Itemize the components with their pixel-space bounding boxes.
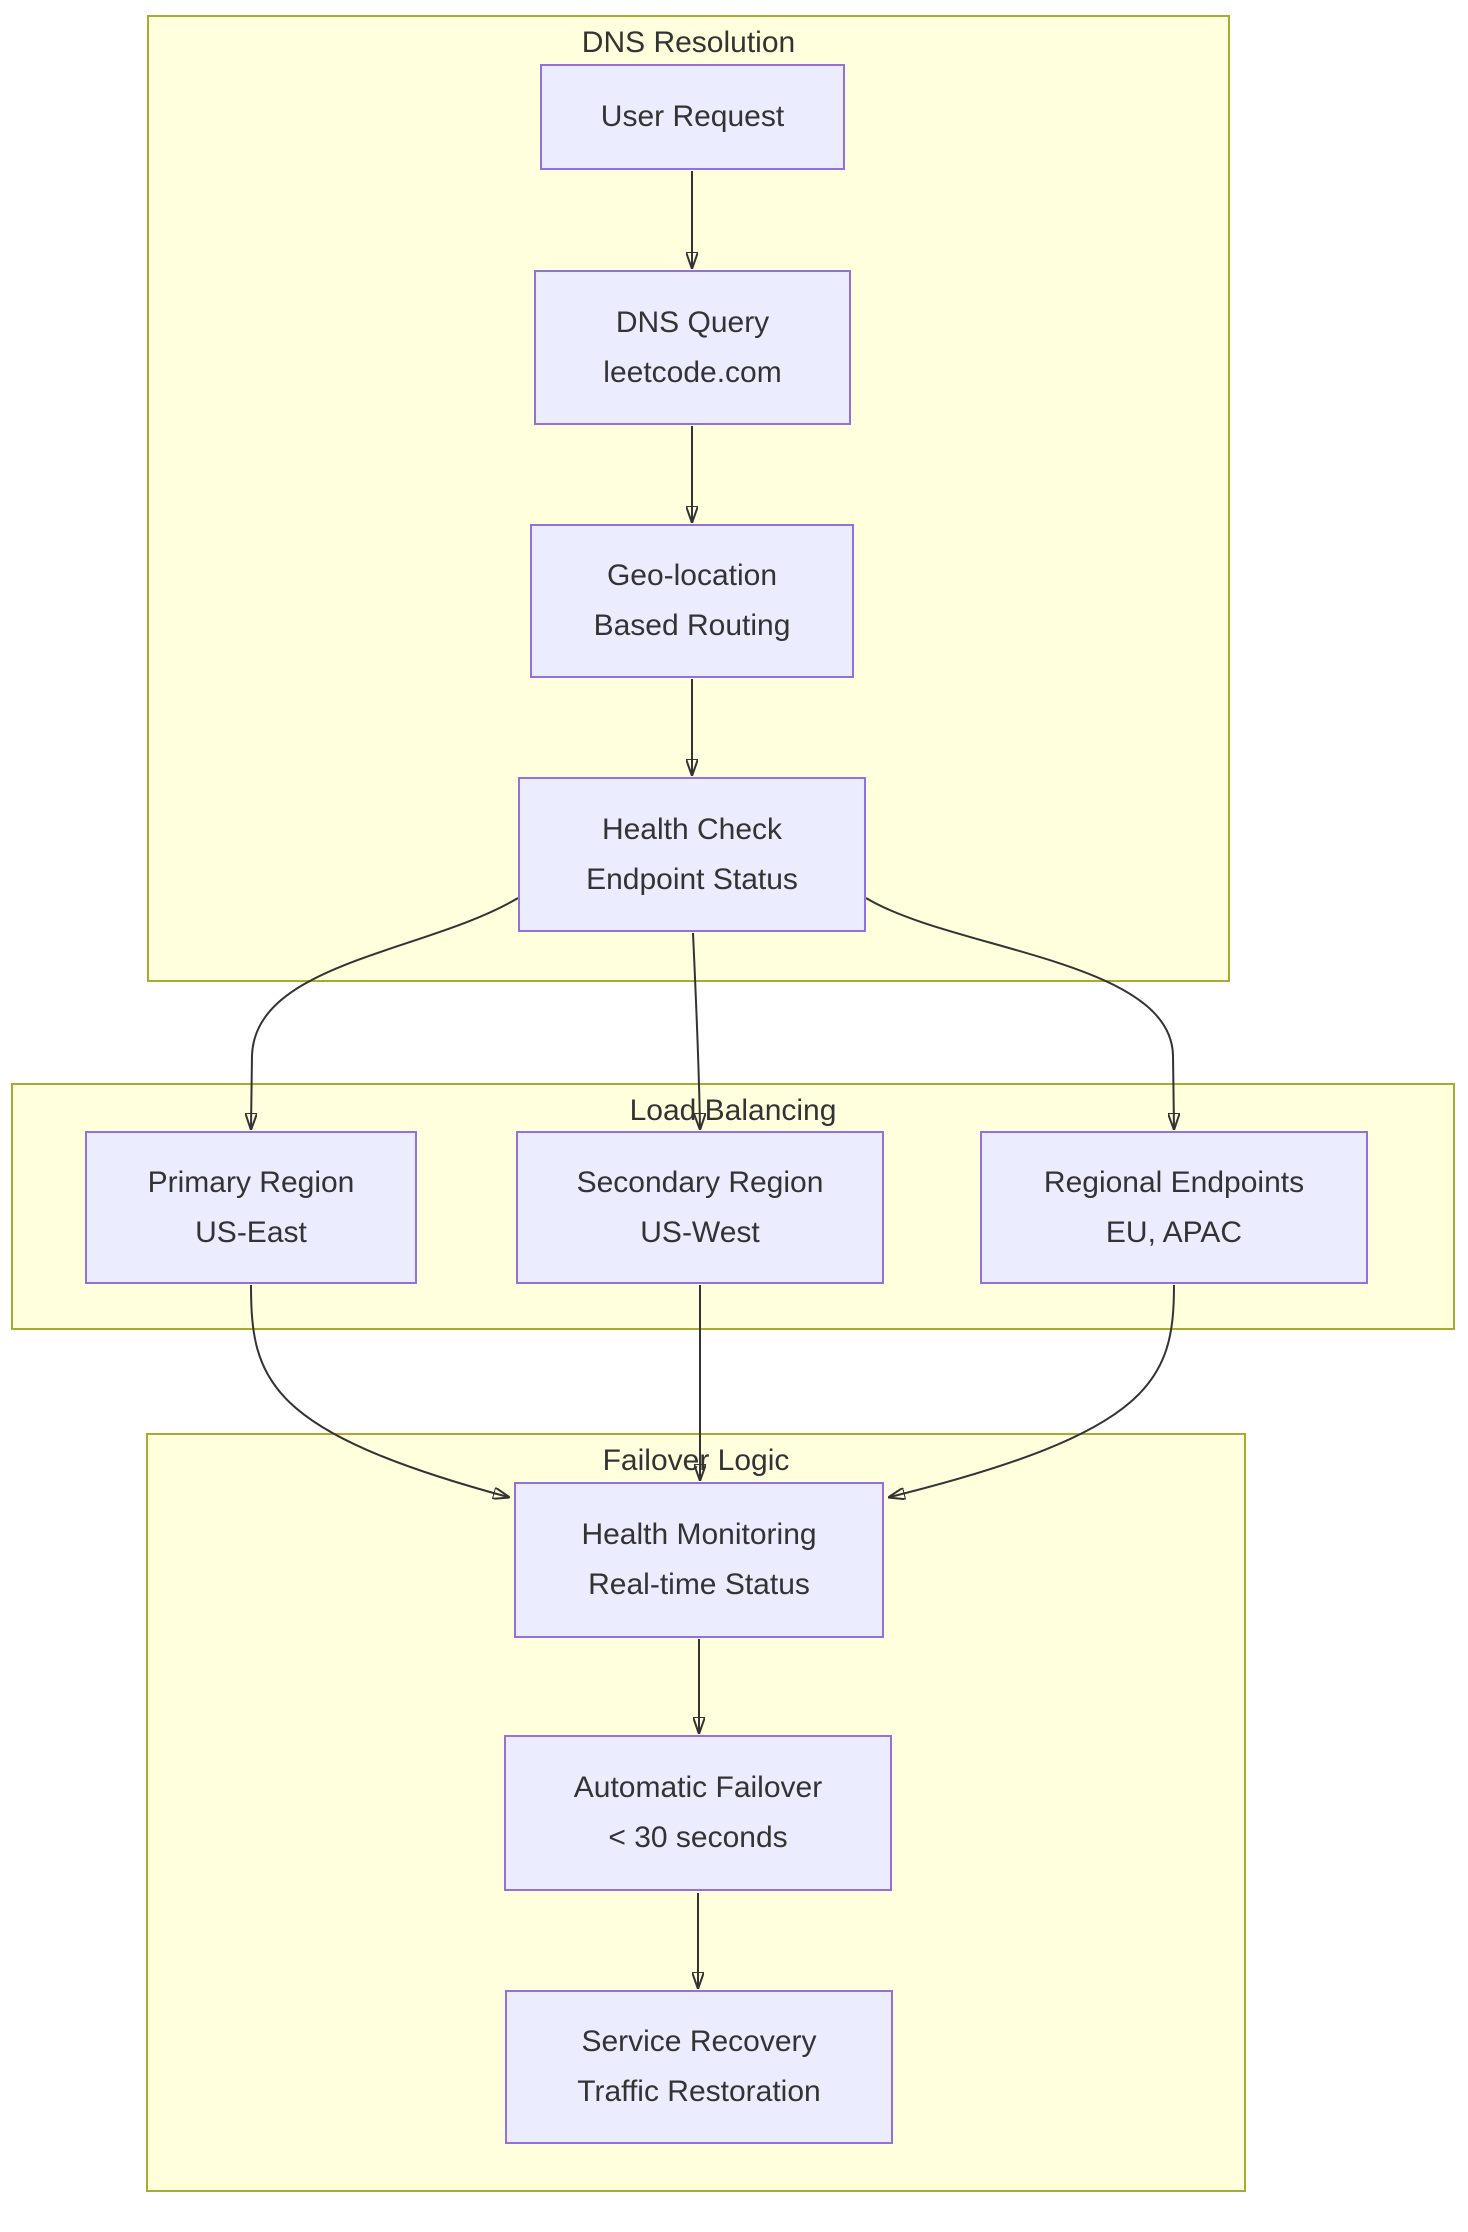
- node-user-request-line1: User Request: [600, 100, 785, 133]
- node-regional-endpoints: Regional Endpoints EU, APAC: [980, 1131, 1368, 1284]
- node-health-check: Health Check Endpoint Status: [518, 777, 866, 932]
- node-automatic-failover: Automatic Failover < 30 seconds: [504, 1735, 892, 1891]
- node-primary-region-line1: Primary Region: [147, 1165, 355, 1199]
- node-dns-query-line2: leetcode.com: [603, 355, 782, 389]
- node-health-check-line2: Endpoint Status: [586, 862, 798, 896]
- node-user-request: User Request: [540, 64, 845, 170]
- node-regional-endpoints-line1: Regional Endpoints: [1043, 1165, 1305, 1199]
- node-service-recovery-line1: Service Recovery: [581, 2025, 817, 2058]
- node-dns-query: DNS Query leetcode.com: [534, 270, 851, 425]
- group-load-balancing-label: Load Balancing: [629, 1094, 837, 1127]
- node-automatic-failover-line2: < 30 seconds: [608, 1821, 788, 1854]
- node-regional-endpoints-line2: EU, APAC: [1105, 1215, 1243, 1249]
- node-service-recovery: Service Recovery Traffic Restoration: [505, 1990, 893, 2144]
- node-secondary-region-line1: Secondary Region: [576, 1165, 824, 1199]
- node-geo-routing: Geo-location Based Routing: [530, 524, 854, 678]
- node-primary-region: Primary Region US-East: [85, 1131, 417, 1284]
- node-service-recovery-line2: Traffic Restoration: [577, 2075, 821, 2108]
- node-primary-region-line2: US-East: [195, 1215, 307, 1249]
- node-automatic-failover-line1: Automatic Failover: [573, 1771, 823, 1804]
- node-health-monitoring: Health Monitoring Real-time Status: [514, 1482, 884, 1638]
- group-dns-resolution-label: DNS Resolution: [581, 26, 796, 59]
- group-failover-logic-label: Failover Logic: [602, 1444, 790, 1477]
- node-dns-query-line1: DNS Query: [615, 305, 770, 339]
- node-geo-routing-line1: Geo-location: [606, 559, 778, 592]
- node-health-check-line1: Health Check: [601, 812, 783, 846]
- node-health-monitoring-line1: Health Monitoring: [581, 1518, 817, 1551]
- node-health-monitoring-line2: Real-time Status: [588, 1568, 810, 1601]
- node-geo-routing-line2: Based Routing: [593, 609, 791, 642]
- node-secondary-region: Secondary Region US-West: [516, 1131, 884, 1284]
- node-secondary-region-line2: US-West: [640, 1215, 760, 1249]
